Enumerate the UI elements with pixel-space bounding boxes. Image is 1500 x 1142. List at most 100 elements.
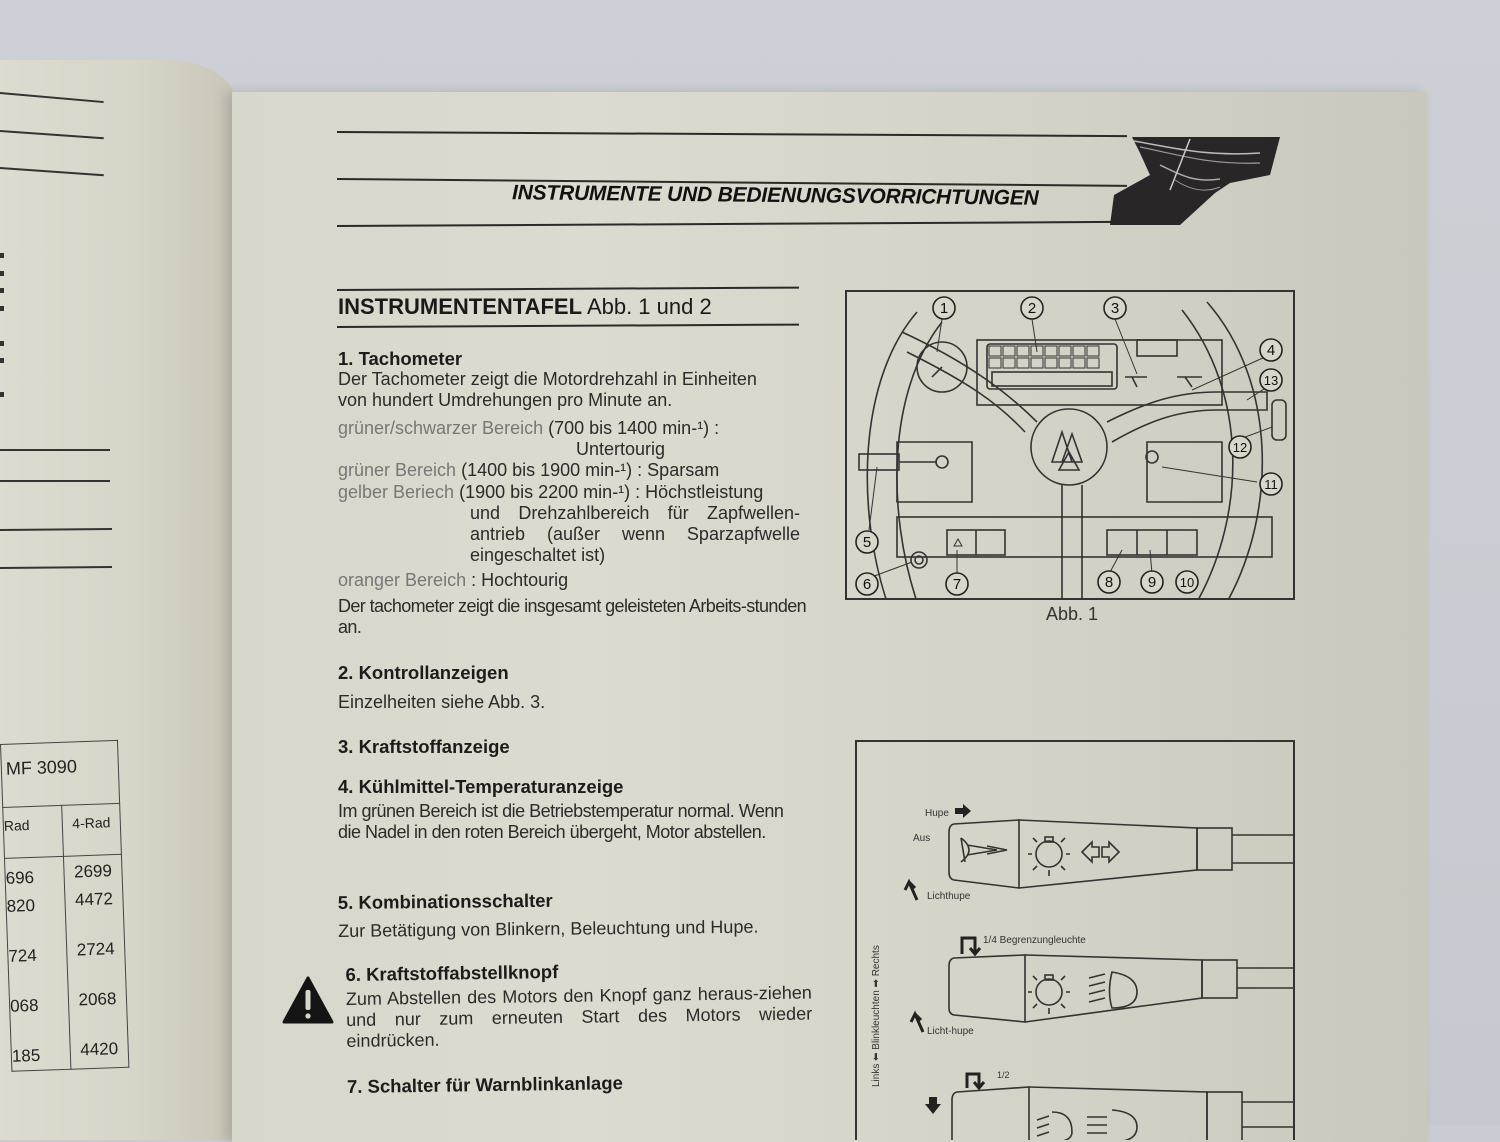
hupe-arrow-icon <box>955 804 971 818</box>
svg-text:9: 9 <box>1148 574 1156 591</box>
mf-3090-table: MF 3090 Rad 4-Rad 696 820 724 068 185 26… <box>0 740 129 1072</box>
item-heading: 3. Kraftstoffanzeige <box>338 736 510 757</box>
item-heading: 2. Kontrollanzeigen <box>338 662 509 683</box>
callout-3: 3 <box>1103 296 1127 320</box>
item-text: von hundert Umdrehungen pro Minute an. <box>338 390 673 410</box>
left-page-mark <box>0 271 4 276</box>
item-kraftstoffanzeige: 3. Kraftstoffanzeige <box>338 736 510 757</box>
item-heading: 5. Kombinationsschalter <box>337 889 553 914</box>
range-label: gelber Beriech <box>338 482 455 502</box>
callout-1: 1 <box>932 296 956 320</box>
range-desc: und Drehzahlbereich für Zapfwellen-antri… <box>470 503 800 565</box>
range-value: : Hochtourig <box>471 570 569 590</box>
svg-text:7: 7 <box>953 576 961 593</box>
section-title-bold: INSTRUMENTENTAFEL <box>338 294 583 319</box>
label-licht-hupe: Licht-hupe <box>927 1026 974 1037</box>
section-title-rest: Abb. 1 und 2 <box>586 294 712 319</box>
label-aus: Aus <box>913 833 930 844</box>
item-kontrollanzeigen: 2. Kontrollanzeigen Einzelheiten siehe A… <box>338 662 545 713</box>
hand-holding-book-icon <box>1110 137 1280 225</box>
svg-text:2: 2 <box>1028 300 1036 317</box>
tachometer-note: Der tachometer zeigt die insgesamt gelei… <box>338 596 807 637</box>
svg-text:8: 8 <box>1105 574 1113 591</box>
callout-5: 5 <box>855 530 879 554</box>
figure-dashboard: 1 2 3 4 13 12 11 5 6 7 8 9 10 <box>845 290 1295 600</box>
left-page-mark <box>0 341 4 346</box>
range-green: grüner Bereich (1400 bis 1900 min-¹) : S… <box>338 460 719 481</box>
range-value: (1400 bis 1900 min-¹) : Sparsam <box>461 460 720 480</box>
svg-text:10: 10 <box>1180 575 1194 590</box>
svg-text:3: 3 <box>1111 300 1119 317</box>
range-desc: Untertourig <box>576 439 666 459</box>
item-text: Der Tachometer zeigt die Motordrehzahl i… <box>338 369 757 389</box>
item-tachometer: 1. Tachometer Der Tachometer zeigt die M… <box>338 348 757 411</box>
left-page-rule <box>0 480 110 482</box>
half-turn-arrow-icon <box>965 1072 986 1091</box>
item-text: Im grünen Bereich ist die Betriebstemper… <box>338 801 784 842</box>
left-page <box>0 60 235 1140</box>
range-green-black: grüner/schwarzer Bereich (700 bis 1400 m… <box>338 418 719 460</box>
table-header: Rad <box>2 805 64 859</box>
table-cell: 696 <box>5 867 35 888</box>
svg-text:5: 5 <box>863 534 871 551</box>
left-page-mark <box>0 392 4 397</box>
table-column-rad: 696 820 724 068 185 <box>4 856 71 1072</box>
range-label: oranger Bereich <box>338 570 467 590</box>
callout-11: 11 <box>1259 472 1283 496</box>
item-text: Zur Betätigung von Blinkern, Beleuchtung… <box>338 916 759 941</box>
callout-10: 10 <box>1175 570 1199 594</box>
svg-text:13: 13 <box>1264 373 1278 388</box>
range-value: (700 bis 1400 min-¹) : <box>548 418 720 438</box>
label-blinkleuchten: Links ⬅ Blinkleuchten ➡ Rechts <box>871 945 882 1087</box>
callout-8: 8 <box>1097 570 1121 594</box>
range-yellow: gelber Beriech (1900 bis 2200 min-¹) : H… <box>338 482 800 566</box>
callout-7: 7 <box>945 572 969 596</box>
range-label: grüner Bereich <box>338 460 457 480</box>
table-header: 4-Rad <box>61 803 122 857</box>
lichthupe-arrow-icon <box>903 878 919 901</box>
item-heading: 1. Tachometer <box>338 348 463 369</box>
warning-triangle-icon <box>282 976 334 1024</box>
manual-page <box>232 92 1427 1142</box>
item-kraftstoffabstellknopf: 6. Kraftstoffabstellknopf Zum Abstellen … <box>345 957 812 1051</box>
callout-13: 13 <box>1259 368 1283 392</box>
item-kuehlmittel: 4. Kühlmittel-Temperaturanzeige Im grüne… <box>338 776 808 843</box>
table-cell: 820 <box>6 895 36 916</box>
label-hupe: Hupe <box>925 808 949 819</box>
table-cell: 2724 <box>76 939 115 960</box>
range-orange: oranger Bereich : Hochtourig <box>338 570 568 591</box>
combination-switch-diagram: Hupe Aus Lichthupe 1/4 Begrenzungleuchte… <box>871 804 1293 1140</box>
licht-hupe-arrow-icon <box>909 1010 925 1033</box>
item-kombinationsschalter: 5. Kombinationsschalter Zur Betätigung v… <box>338 888 759 942</box>
table-cell: 068 <box>9 995 39 1016</box>
figure-caption: Abb. 1 <box>1046 604 1099 624</box>
label-lichthupe: Lichthupe <box>927 891 971 902</box>
label-half: 1/2 <box>997 1070 1010 1080</box>
table-title: MF 3090 <box>0 740 120 808</box>
svg-text:6: 6 <box>863 576 871 593</box>
item-heading: 4. Kühlmittel-Temperaturanzeige <box>338 776 624 797</box>
left-page-mark <box>0 253 4 258</box>
left-page-mark <box>0 358 4 363</box>
callout-4: 4 <box>1259 338 1283 362</box>
item-warnblinkanlage: 7. Schalter für Warnblinkanlage <box>347 1072 623 1097</box>
down-arrow-icon <box>925 1097 941 1114</box>
item-text: Einzelheiten siehe Abb. 3. <box>338 692 546 712</box>
range-label: grüner/schwarzer Bereich <box>338 418 544 438</box>
range-value: (1900 bis 2200 min-¹) : Höchstleistung <box>459 482 764 502</box>
table-column-4-rad: 2699 4472 2724 2068 4420 <box>63 854 129 1070</box>
svg-text:4: 4 <box>1267 342 1275 359</box>
label-begrenzungleuchte: 1/4 Begrenzungleuchte <box>983 935 1086 946</box>
table-cell: 2699 <box>73 861 113 882</box>
table-cell: 4472 <box>74 889 114 910</box>
svg-text:1: 1 <box>940 300 948 317</box>
callout-12: 12 <box>1228 435 1252 459</box>
section-title: INSTRUMENTENTAFEL Abb. 1 und 2 <box>338 294 712 320</box>
callout-2: 2 <box>1020 296 1044 320</box>
figure-combination-switch: Hupe Aus Lichthupe 1/4 Begrenzungleuchte… <box>855 740 1295 1140</box>
item-heading: 7. Schalter für Warnblinkanlage <box>346 1072 623 1097</box>
left-page-mark <box>0 288 4 293</box>
left-page-rule <box>0 449 110 451</box>
table-cell: 2068 <box>78 989 117 1010</box>
table-cell: 185 <box>11 1045 41 1066</box>
